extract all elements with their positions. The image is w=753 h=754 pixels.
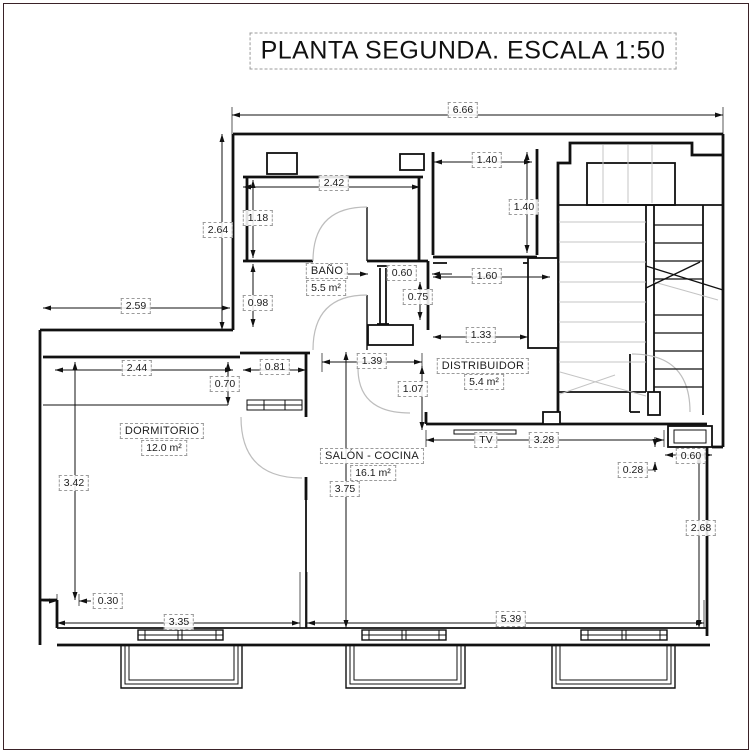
- dim-closet-width: 0.81: [259, 359, 291, 375]
- dim-dormitorio-left: 3.42: [58, 475, 90, 491]
- dim-salon-top: 3.28: [528, 432, 560, 448]
- dim-salon-door-width: 1.39: [356, 353, 388, 369]
- balconies: [120, 646, 676, 689]
- room-area-salon-cocina: 16.1 m²: [350, 465, 396, 481]
- dim-step-left: 0.30: [92, 593, 124, 609]
- dim-overall-top: 6.66: [447, 102, 479, 118]
- plan-title: PLANTA SEGUNDA. ESCALA 1:50: [249, 32, 677, 70]
- stair-treads-light: [559, 145, 719, 397]
- room-label-bano: BAÑO: [305, 263, 349, 279]
- room-label-salon-cocina: SALÓN - COCINA: [319, 448, 425, 464]
- dim-salon-height: 3.75: [329, 481, 361, 497]
- dim-bano-width: 2.42: [318, 175, 350, 191]
- dim-distribuidor-width: 1.33: [465, 327, 497, 343]
- dim-patio-height: 1.40: [508, 199, 540, 215]
- dim-distribuidor-top: 1.60: [471, 268, 503, 284]
- dim-bottom-right: 5.39: [495, 611, 527, 627]
- room-area-distribuidor: 5.4 m²: [464, 374, 504, 390]
- dim-corridor-depth: 0.75: [402, 289, 434, 305]
- room-area-dormitorio: 12.0 m²: [141, 440, 187, 456]
- dim-sill-height: 0.70: [209, 376, 241, 392]
- dim-bano-left-upper: 1.18: [242, 210, 274, 226]
- exterior-walls: [38, 132, 725, 647]
- dim-niche-offset: 0.28: [617, 462, 649, 478]
- door-arcs: [240, 206, 691, 479]
- room-label-dormitorio: DORMITORIO: [119, 423, 205, 439]
- room-label-distribuidor: DISTRIBUIDOR: [436, 358, 530, 374]
- tv-label: TV: [474, 432, 498, 448]
- dim-bano-left-lower: 0.98: [242, 295, 274, 311]
- secondary-walls: [57, 152, 723, 629]
- dim-bottom-left: 3.35: [163, 614, 195, 630]
- dim-salon-door-depth: 1.07: [397, 381, 429, 397]
- furniture-lines: [43, 399, 517, 435]
- dim-corridor-door: 0.60: [386, 265, 418, 281]
- stair-treads-dark: [645, 224, 724, 388]
- dim-dormitorio-top: 2.44: [121, 360, 153, 376]
- dim-upper-left-height: 2.64: [202, 222, 234, 238]
- room-area-bano: 5.5 m²: [306, 280, 346, 296]
- dim-notch-width: 2.59: [120, 298, 152, 314]
- windows: [137, 629, 668, 641]
- dim-niche-width: 0.60: [675, 448, 707, 464]
- interior-walls: [43, 141, 723, 500]
- dim-salon-right: 2.68: [685, 520, 717, 536]
- dim-patio-width: 1.40: [471, 152, 503, 168]
